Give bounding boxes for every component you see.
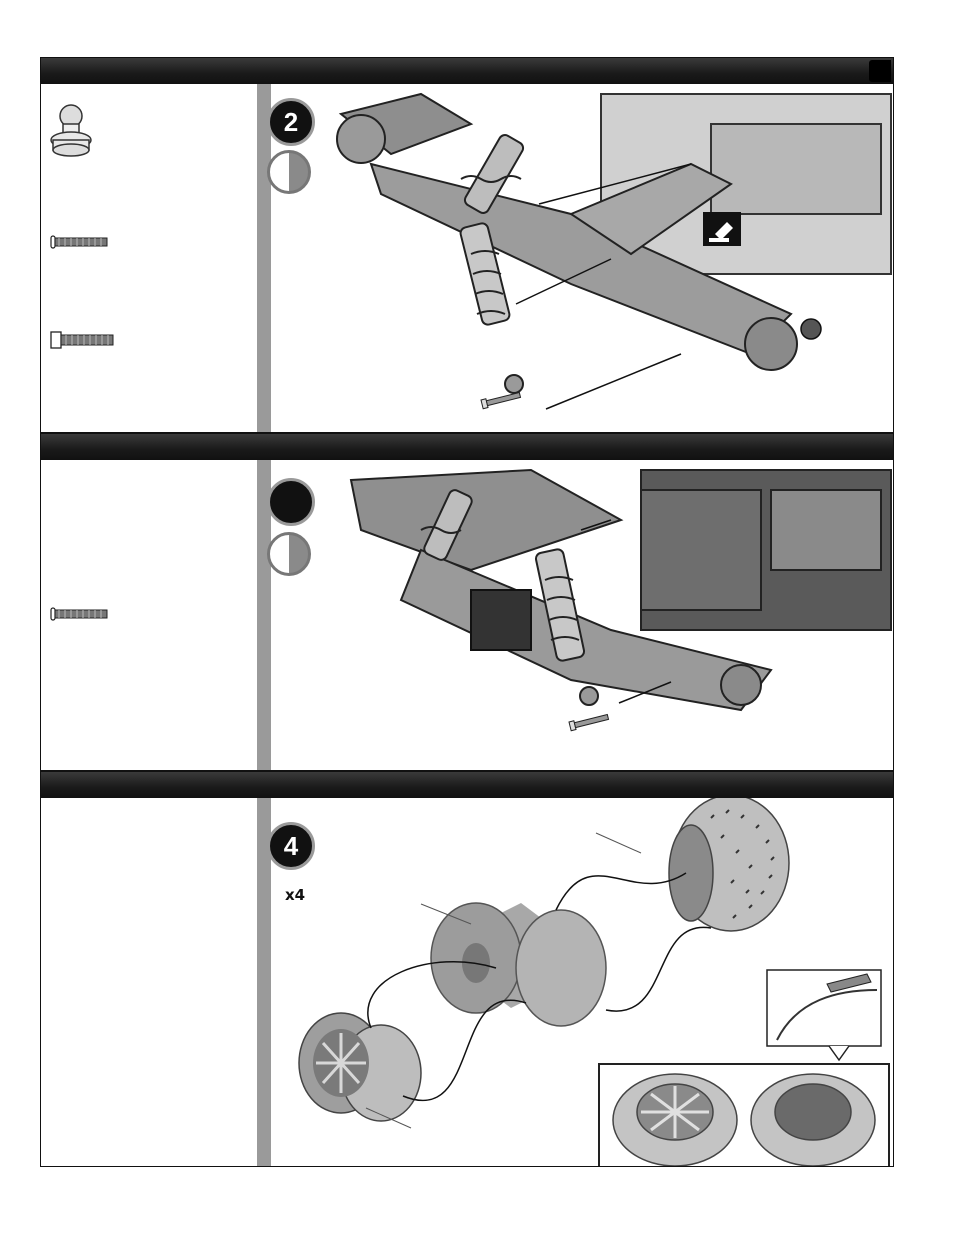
spiked-tire	[669, 798, 789, 931]
tire-glue-detail-icon	[767, 970, 881, 1060]
side-indicator-icon	[267, 150, 311, 194]
button-head-screw-icon	[51, 236, 107, 248]
section-header-band	[41, 434, 893, 460]
tire-assembly-diagram: 4 x4	[271, 798, 893, 1166]
section-gutter	[257, 84, 271, 432]
section-header-band	[41, 772, 893, 798]
chassis-line-art	[271, 460, 893, 770]
page-tab	[869, 60, 891, 82]
cap-head-screw-icon	[51, 332, 113, 348]
parts-list	[41, 84, 257, 432]
parts-panel-step-4	[41, 798, 257, 1166]
chassis-line-art	[271, 84, 893, 432]
mounting-screw	[569, 713, 609, 731]
finished-wheel-comparison	[599, 1064, 889, 1166]
rear-shock-diagram: 2	[271, 84, 893, 432]
button-head-screw-icon	[51, 608, 107, 620]
tire-exploded-view	[271, 798, 893, 1166]
tire-foam-insert	[431, 903, 606, 1026]
parts-panel-step-2	[41, 84, 257, 432]
quantity-label: x4	[285, 886, 305, 904]
instruction-page: 2	[40, 57, 894, 1167]
section-header-band	[41, 58, 893, 84]
step-number-badge: 2	[267, 98, 315, 146]
parts-list	[41, 460, 257, 770]
parts-panel-step-3	[41, 460, 257, 770]
ball-stud-icon	[51, 105, 91, 156]
step-number-badge: 4	[267, 822, 315, 870]
thread-lock-icon	[703, 212, 741, 246]
step-number-badge	[267, 478, 315, 526]
wheel-rim	[299, 1013, 421, 1121]
front-shock-diagram	[271, 460, 893, 770]
mounting-screw	[481, 391, 521, 409]
side-indicator-icon	[267, 532, 311, 576]
